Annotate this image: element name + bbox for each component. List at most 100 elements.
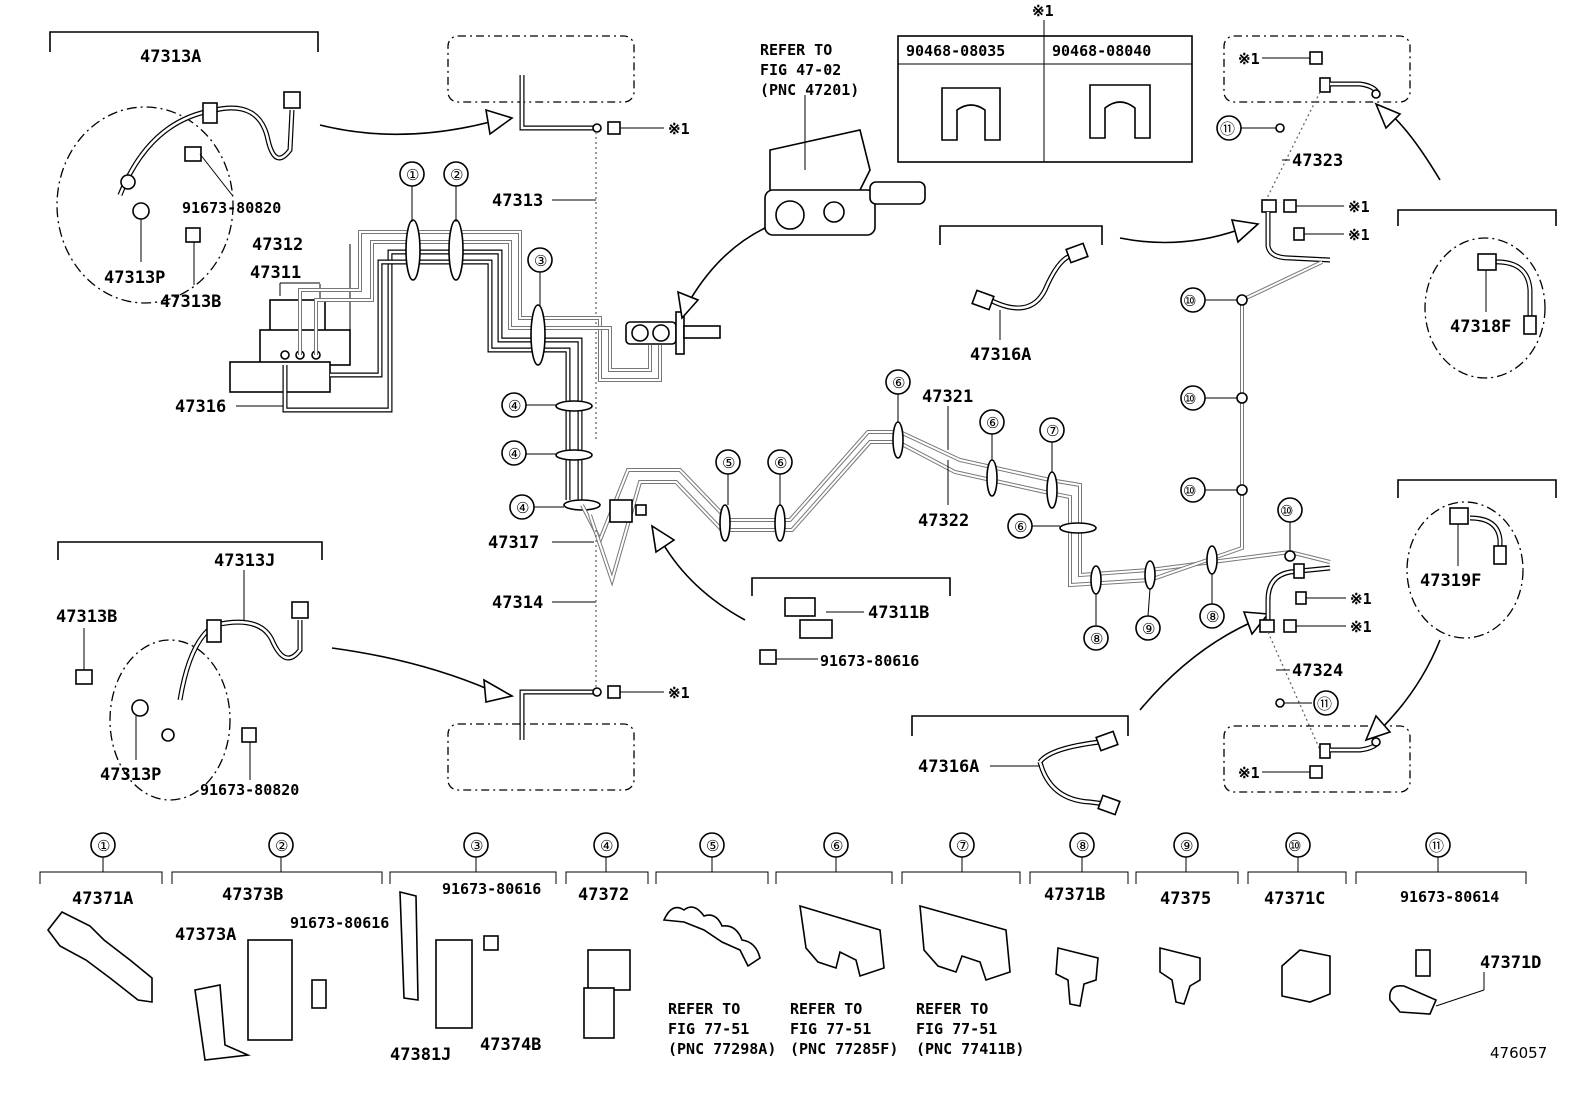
legend-refer7-l2: FIG 77-51 bbox=[916, 1020, 997, 1038]
clip-47371D-shape bbox=[1388, 984, 1438, 1015]
label-47313B-a: 47313B bbox=[160, 292, 221, 312]
label-47324: 47324 bbox=[1292, 661, 1343, 681]
arrow-to-br-box bbox=[1379, 639, 1441, 731]
figure-number: 476057 bbox=[1490, 1044, 1547, 1062]
label-90468-08040: 90468-08040 bbox=[1052, 42, 1151, 60]
label-x1-table: ※1 bbox=[1032, 2, 1054, 20]
legend-callout-8-text: ⑧ bbox=[1076, 837, 1089, 855]
label-47313P-a: 47313P bbox=[104, 268, 165, 288]
label-47319F: 47319F bbox=[1420, 571, 1481, 591]
callout-5-text: ⑤ bbox=[722, 454, 735, 472]
legend-refer6-l1: REFER TO bbox=[790, 1000, 862, 1018]
refer1-l2: FIG 47-02 bbox=[760, 61, 841, 79]
label-x1-br2: ※1 bbox=[1350, 618, 1372, 636]
washer-47313P-a bbox=[132, 202, 150, 220]
clamp-8a bbox=[1090, 565, 1102, 595]
refer1-l1: REFER TO bbox=[760, 41, 832, 59]
legend-91673-80616-b: 91673-80616 bbox=[290, 914, 389, 932]
callout-4b-text: ④ bbox=[508, 445, 521, 463]
hose-bracket bbox=[202, 102, 218, 124]
legend-callout-1-text: ① bbox=[97, 837, 110, 855]
legend-91673-80616-c: 91673-80616 bbox=[442, 880, 541, 898]
clamp-6b bbox=[892, 421, 904, 459]
label-47317: 47317 bbox=[488, 533, 539, 553]
legend-refer5-l1: REFER TO bbox=[668, 1000, 740, 1018]
callout-7-text: ⑦ bbox=[1046, 422, 1059, 440]
bolt-91673-80820-b bbox=[241, 727, 257, 743]
label-47311: 47311 bbox=[250, 263, 301, 283]
clip-90468-08040 bbox=[1089, 84, 1151, 139]
brake-line-bundle bbox=[282, 230, 662, 500]
legend-refer7-l3: (PNC 77411B) bbox=[916, 1040, 1024, 1058]
callout-4a-text: ④ bbox=[508, 397, 521, 415]
clamp-2 bbox=[448, 219, 464, 281]
wheel-box-top bbox=[447, 35, 635, 103]
label-47312: 47312 bbox=[252, 235, 303, 255]
label-90468-08035: 90468-08035 bbox=[906, 42, 1005, 60]
label-47311B: 47311B bbox=[868, 603, 929, 623]
clamp-6a bbox=[774, 504, 786, 542]
clamp-3 bbox=[530, 304, 546, 366]
legend-callout-5-text: ⑤ bbox=[706, 837, 719, 855]
clamp-5 bbox=[719, 504, 731, 542]
legend-91673-80614: 91673-80614 bbox=[1400, 888, 1499, 906]
label-x1-tr: ※1 bbox=[1238, 50, 1260, 68]
callout-6d-text: ⑥ bbox=[1014, 518, 1027, 536]
callout-10a-text: ⑩ bbox=[1183, 292, 1196, 310]
legend-refer6-l3: (PNC 77285F) bbox=[790, 1040, 898, 1058]
bolt-91673-80820-a bbox=[184, 146, 202, 162]
label-47316: 47316 bbox=[175, 397, 226, 417]
clamp-77298A-shape bbox=[662, 906, 761, 968]
label-91673-80616-a: 91673-80616 bbox=[820, 652, 919, 670]
bracket-47381J-shape bbox=[399, 890, 419, 1001]
legend-47372: 47372 bbox=[578, 885, 629, 905]
legend-callout-9-text: ⑨ bbox=[1180, 837, 1193, 855]
arrow-to-bottom-box bbox=[331, 647, 491, 691]
callout-3-text: ③ bbox=[534, 252, 547, 270]
clamp-6c bbox=[986, 459, 998, 497]
label-47322: 47322 bbox=[918, 511, 969, 531]
master-cylinder bbox=[764, 95, 926, 236]
arrow-to-top-box bbox=[319, 121, 491, 136]
master-cylinder-small bbox=[625, 311, 721, 355]
clamp-77285F-shape bbox=[799, 904, 885, 978]
detail-ellipse-bottom-left bbox=[109, 639, 231, 801]
bracket-47311B bbox=[784, 597, 816, 617]
label-47313A: 47313A bbox=[140, 47, 201, 67]
washer-47313P-b bbox=[131, 699, 149, 717]
legend-refer5-l3: (PNC 77298A) bbox=[668, 1040, 776, 1058]
clamp-47372-shape bbox=[587, 949, 631, 991]
clip-47371C-shape bbox=[1281, 949, 1331, 1003]
center-pipe-run bbox=[580, 430, 1331, 588]
legend-47373B: 47373B bbox=[222, 885, 283, 905]
clip-47371B-shape bbox=[1055, 946, 1099, 1007]
legend-callout-2-text: ② bbox=[275, 837, 288, 855]
clamp-77411B-shape bbox=[919, 904, 1011, 982]
abs-actuator bbox=[229, 299, 351, 393]
legend-refer6-l2: FIG 77-51 bbox=[790, 1020, 871, 1038]
callout-8b-text: ⑧ bbox=[1206, 608, 1219, 626]
callout-4c-text: ④ bbox=[516, 499, 529, 517]
clamp-4a bbox=[555, 400, 593, 412]
callout-2-text: ② bbox=[450, 166, 463, 184]
bolt-47313B-a bbox=[185, 227, 201, 243]
clip-47375-shape bbox=[1159, 946, 1201, 1005]
label-47321: 47321 bbox=[922, 387, 973, 407]
callout-6b-text: ⑥ bbox=[892, 374, 905, 392]
group-47313J: 47313J 47313B 47313P 91673-80820 bbox=[56, 541, 323, 801]
clip-90468-08035 bbox=[941, 87, 1001, 141]
callout-1-text: ① bbox=[406, 166, 419, 184]
bolt-91673-80614-shape bbox=[1415, 949, 1431, 977]
legend-row: ① 47371A ② 47373B 47373A 91673-80616 ③ 9… bbox=[39, 832, 1547, 1065]
legend-callout-11-text: ⑪ bbox=[1429, 837, 1444, 855]
clamp-9 bbox=[1144, 560, 1156, 590]
arrow-to-right-bottom bbox=[1139, 621, 1253, 711]
legend-callout-4-text: ④ bbox=[600, 837, 613, 855]
label-x1-tr2: ※1 bbox=[1348, 198, 1370, 216]
callout-11-bottom-text: ⑪ bbox=[1317, 695, 1332, 713]
clamp-47374B-shape bbox=[435, 939, 473, 1029]
callout-6a-text: ⑥ bbox=[774, 454, 787, 472]
legend-47381J: 47381J bbox=[390, 1045, 451, 1065]
label-47313B-b: 47313B bbox=[56, 607, 117, 627]
wheel-box-bottom bbox=[447, 723, 635, 791]
